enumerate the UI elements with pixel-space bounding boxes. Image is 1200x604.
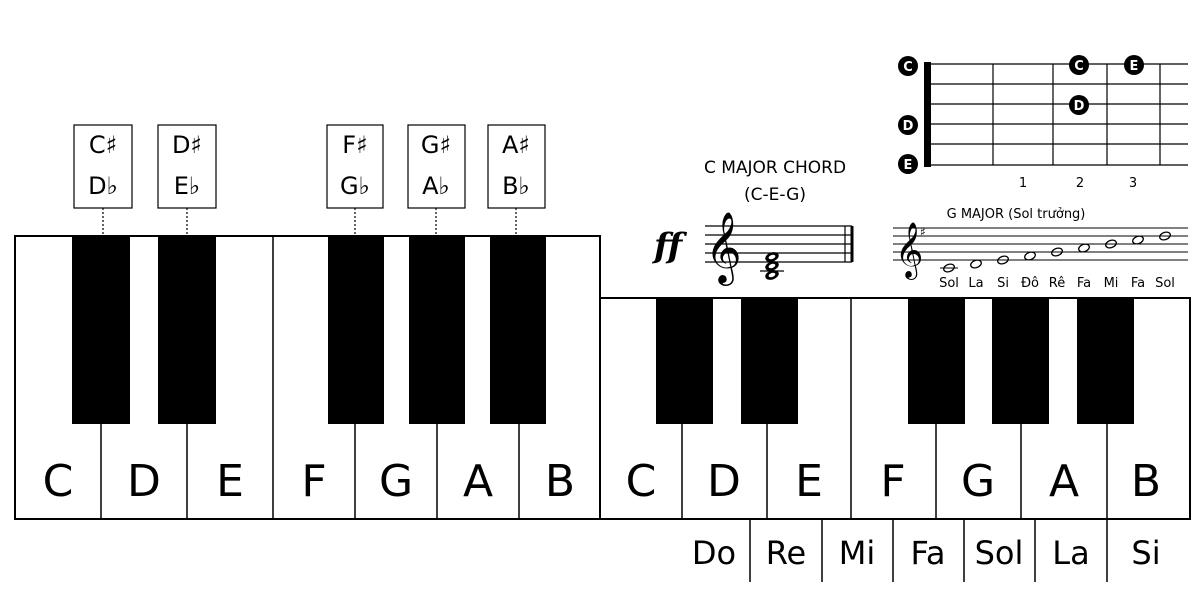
string-label-d: D bbox=[898, 115, 918, 135]
keyboard-octave-2: C D E F G A B bbox=[599, 297, 1191, 520]
accidental-box-f-sharp: F♯ G♭ bbox=[326, 124, 384, 236]
solfege-label: Mi bbox=[839, 534, 876, 572]
solfege-label: Do bbox=[692, 534, 736, 572]
black-key-a-sharp[interactable] bbox=[490, 236, 546, 424]
black-key-c-sharp[interactable] bbox=[72, 236, 130, 424]
fret-number: 1 bbox=[1019, 176, 1027, 191]
black-key-d-sharp[interactable] bbox=[158, 236, 216, 424]
scale-note-head bbox=[1105, 239, 1117, 249]
scale-note-label: Fa bbox=[1077, 276, 1091, 291]
chord-notes: (C-E-G) bbox=[744, 185, 806, 205]
solfege-label: Fa bbox=[910, 534, 945, 572]
black-key-d-sharp-2[interactable] bbox=[741, 298, 798, 424]
white-key-label: G bbox=[961, 456, 995, 507]
sharp-label: F♯ bbox=[342, 131, 367, 159]
sharp-label: G♯ bbox=[421, 131, 451, 159]
g-scale-notes bbox=[940, 231, 1171, 273]
fretboard: C D E C E D 1 2 3 bbox=[898, 55, 1188, 191]
sharp-label: C♯ bbox=[89, 131, 117, 159]
treble-clef-icon: 𝄞 bbox=[705, 210, 742, 286]
c-major-chord: C MAJOR CHORD (C-E-G) ff 𝄞 bbox=[652, 158, 854, 286]
string-label-e: E bbox=[898, 154, 918, 174]
white-key-label: D bbox=[127, 456, 161, 507]
treble-clef-icon: 𝄞 bbox=[895, 222, 923, 280]
dynamic-marking: ff bbox=[652, 226, 688, 266]
scale-note-head bbox=[1024, 251, 1036, 261]
sharp-label: A♯ bbox=[502, 131, 530, 159]
svg-text:E: E bbox=[1130, 59, 1139, 74]
flat-label: D♭ bbox=[88, 172, 118, 200]
svg-text:D: D bbox=[903, 119, 914, 134]
fret-number: 3 bbox=[1129, 176, 1137, 191]
black-key-g-sharp[interactable] bbox=[409, 236, 465, 424]
scale-note-label: Mi bbox=[1104, 276, 1119, 291]
accidental-box-a-sharp: A♯ B♭ bbox=[487, 124, 546, 236]
accidental-box-g-sharp: G♯ A♭ bbox=[407, 124, 466, 236]
scale-note-head bbox=[1078, 243, 1090, 253]
black-key-c-sharp-2[interactable] bbox=[656, 298, 713, 424]
fret-dot-d: D bbox=[1069, 95, 1089, 115]
white-key-label: B bbox=[1131, 456, 1161, 507]
flat-label: E♭ bbox=[174, 172, 200, 200]
white-key-label: A bbox=[463, 456, 493, 507]
svg-text:E: E bbox=[904, 158, 913, 173]
black-key-g-sharp-2[interactable] bbox=[992, 298, 1049, 424]
scale-note-label: Sol bbox=[1155, 276, 1175, 291]
scale-note-head bbox=[997, 255, 1009, 265]
string-label-c: C bbox=[898, 56, 918, 76]
fret-dot-e: E bbox=[1124, 55, 1144, 75]
accidental-labels: C♯ D♭ D♯ E♭ F♯ G♭ G♯ A♭ A♯ B♭ bbox=[73, 124, 546, 236]
chord-title: C MAJOR CHORD bbox=[704, 158, 846, 178]
scale-note-label: La bbox=[968, 276, 983, 291]
sharp-key-signature-icon: ♯ bbox=[920, 225, 926, 239]
white-key-label: A bbox=[1049, 456, 1079, 507]
solfege-label: Sol bbox=[975, 534, 1024, 572]
svg-text:C: C bbox=[903, 60, 913, 75]
flat-label: A♭ bbox=[422, 172, 450, 200]
scale-note-label: Đô bbox=[1021, 276, 1039, 291]
fret-dot-c: C bbox=[1069, 55, 1089, 75]
svg-text:D: D bbox=[1074, 99, 1085, 114]
black-key-a-sharp-2[interactable] bbox=[1077, 298, 1134, 424]
sharp-label: D♯ bbox=[172, 131, 202, 159]
scale-note-label: Rê bbox=[1049, 276, 1065, 291]
fretboard-nut bbox=[924, 62, 931, 167]
solfege-label: Si bbox=[1131, 534, 1160, 572]
accidental-box-d-sharp: D♯ E♭ bbox=[157, 124, 217, 236]
g-scale-labels: Sol La Si Đô Rê Fa Mi Fa Sol bbox=[939, 276, 1175, 291]
scale-note-label: Si bbox=[997, 276, 1009, 291]
white-key-label: C bbox=[626, 456, 657, 507]
svg-text:C: C bbox=[1074, 59, 1084, 74]
white-key-label: E bbox=[795, 456, 823, 507]
black-key-f-sharp-2[interactable] bbox=[908, 298, 965, 424]
white-key-label: C bbox=[43, 456, 74, 507]
scale-note-head bbox=[970, 259, 982, 269]
accidental-box-c-sharp: C♯ D♭ bbox=[73, 124, 133, 236]
flat-label: G♭ bbox=[340, 172, 370, 200]
scale-note-label: Fa bbox=[1131, 276, 1145, 291]
white-key-label: E bbox=[216, 456, 244, 507]
g-major-title: G MAJOR (Sol trưởng) bbox=[947, 207, 1086, 222]
solfege-label: La bbox=[1052, 534, 1089, 572]
flat-label: B♭ bbox=[502, 172, 530, 200]
scale-note-head bbox=[1132, 235, 1144, 245]
g-major-scale: G MAJOR (Sol trưởng) 𝄞 ♯ Sol La Si Đô Rê Fa Mi… bbox=[893, 207, 1188, 291]
keyboard-octave-1: C D E F G A B bbox=[14, 235, 601, 520]
fret-number: 2 bbox=[1076, 176, 1084, 191]
scale-note-head bbox=[1051, 247, 1063, 257]
black-key-f-sharp[interactable] bbox=[328, 236, 384, 424]
white-key-label: G bbox=[379, 456, 413, 507]
scale-note-head bbox=[1159, 231, 1171, 241]
solfege-label: Re bbox=[766, 534, 806, 572]
white-key-label: F bbox=[880, 456, 905, 507]
white-key-label: B bbox=[545, 456, 575, 507]
white-key-label: F bbox=[301, 456, 326, 507]
solfege-row: Do Re Mi Fa Sol La Si bbox=[692, 519, 1161, 582]
scale-note-label: Sol bbox=[939, 276, 959, 291]
scale-note-head bbox=[943, 263, 955, 273]
white-key-label: D bbox=[707, 456, 741, 507]
